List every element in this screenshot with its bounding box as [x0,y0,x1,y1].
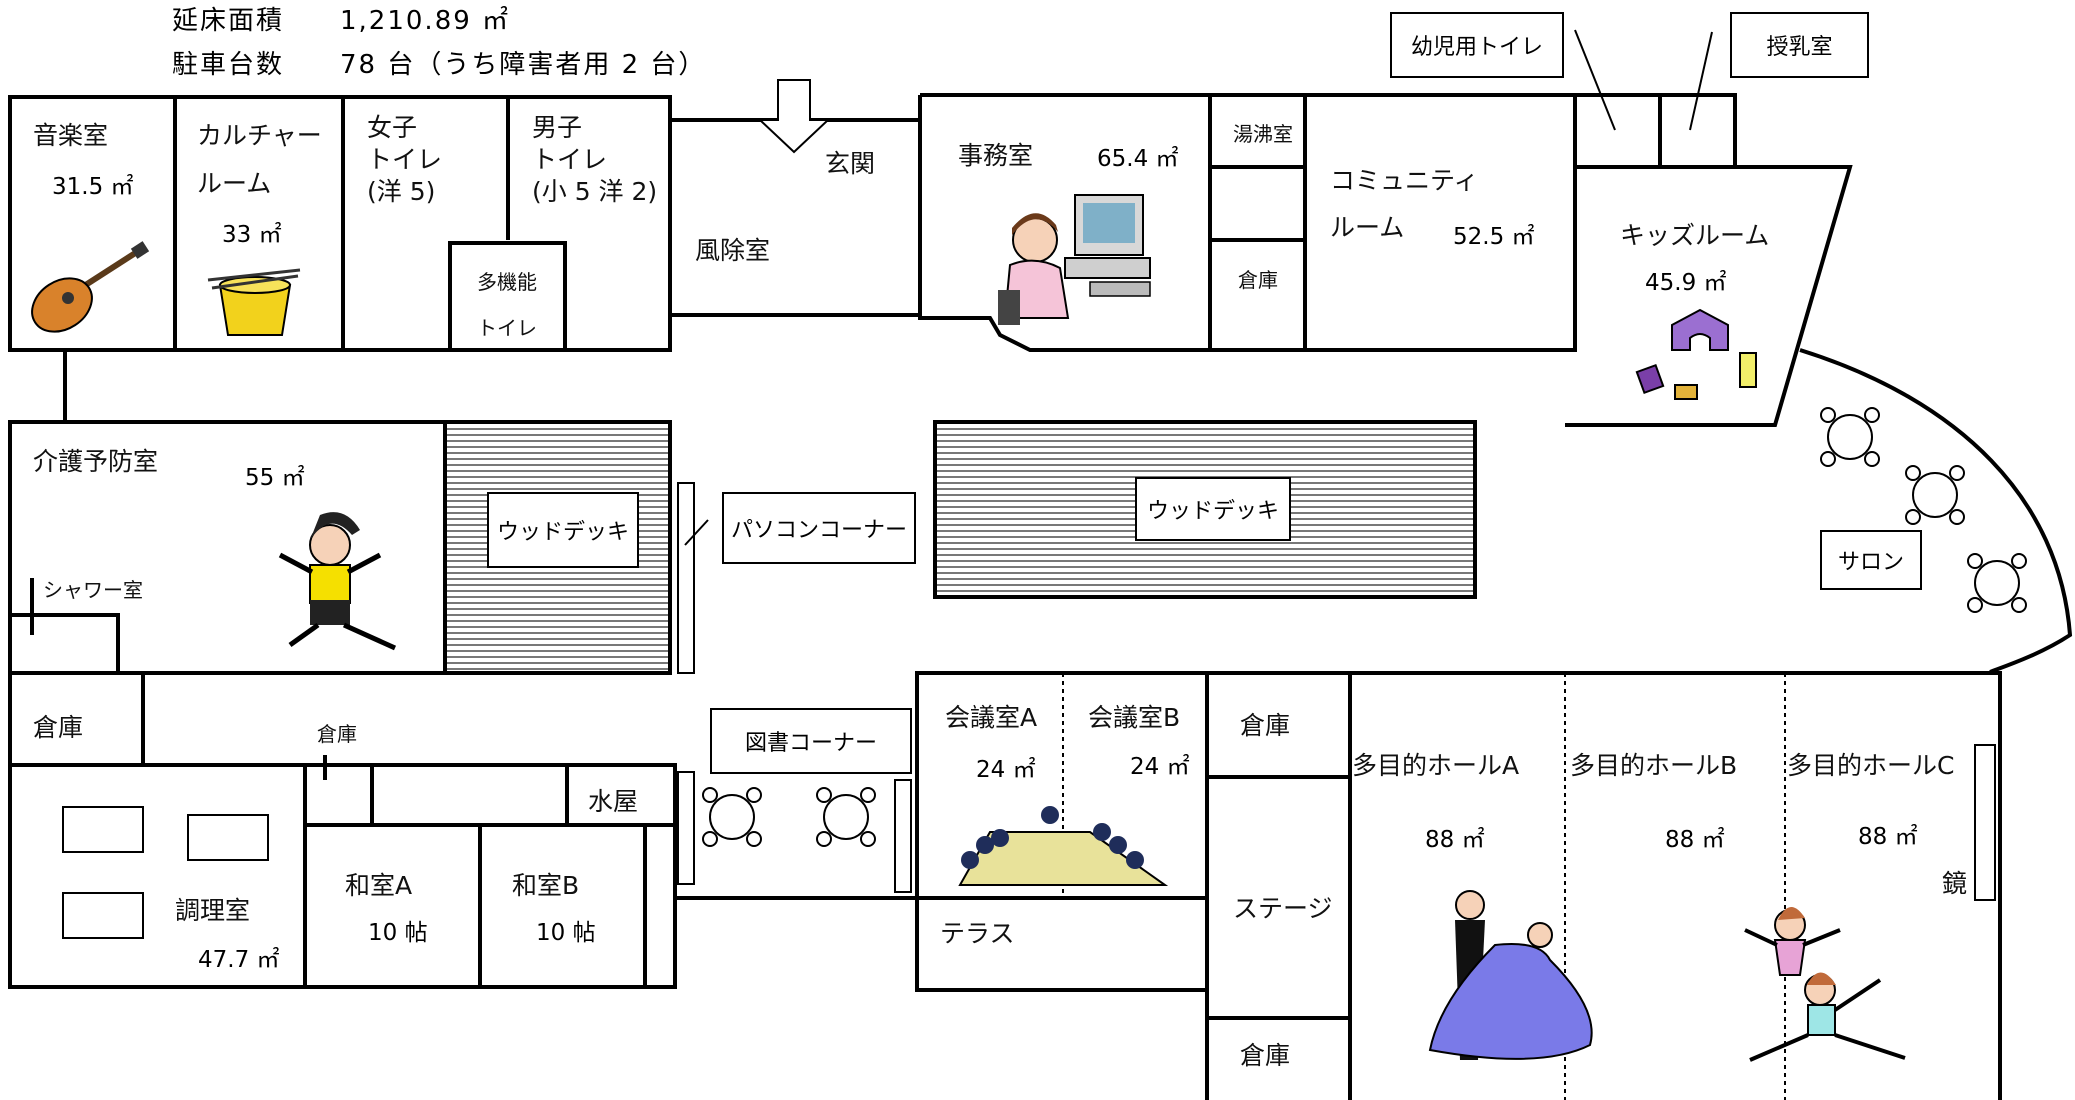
hall-a-area: 88 ㎡ [1425,827,1485,853]
hall-b-area: 88 ㎡ [1665,827,1725,853]
men-toilet-label-2: トイレ [532,145,608,174]
floor-area-label: 延床面積 [172,6,285,36]
washitsu-b-area: 10 帖 [536,920,596,946]
terrace-label: テラス [940,919,1015,948]
office-label: 事務室 [958,141,1034,170]
salon-label: サロン [1820,530,1922,590]
entrance-label: 玄関 [825,149,876,178]
exercise-girl-icon [278,512,397,651]
stage-label: ステージ [1233,894,1333,923]
storage-office-label: 倉庫 [1238,268,1278,292]
storage-left-label: 倉庫 [33,713,84,742]
music-room-label: 音楽室 [33,121,109,150]
floor-area-value: 1,210.89 ㎡ [340,6,511,36]
meeting-table-icon [958,806,1169,886]
men-toilet-label-3: (小 5 洋 2) [532,177,658,206]
shower-room-label: シャワー室 [43,578,143,602]
meeting-room-b-label: 会議室B [1088,703,1181,732]
hall-a-label: 多目的ホールA [1352,751,1520,780]
community-room-label-1: コミュニティ [1330,166,1479,195]
meeting-room-a-area: 24 ㎡ [976,757,1036,783]
entrance-arrow-icon [757,79,831,154]
guitar-icon [31,241,150,333]
culture-room-area: 33 ㎡ [222,222,282,248]
washitsu-b-label: 和室B [512,871,580,900]
hall-c-label: 多目的ホールC [1787,751,1955,780]
meeting-room-a-label: 会議室A [945,703,1038,732]
wood-deck-2-label: ウッドデッキ [1135,477,1291,541]
windbreak-label: 風除室 [695,236,771,265]
meeting-room-b-area: 24 ㎡ [1130,754,1190,780]
dancing-couple-icon [1428,890,1593,1060]
office-worker-icon [998,194,1151,325]
wood-deck-1-label: ウッドデッキ [487,492,639,568]
library-corner-label: 図書コーナー [710,708,912,774]
pc-corner-label: パソコンコーナー [722,492,916,564]
washitsu-a-label: 和室A [345,871,413,900]
women-toilet-label-2: トイレ [367,145,443,174]
office-area: 65.4 ㎡ [1097,146,1179,172]
community-room-area: 52.5 ㎡ [1453,224,1535,250]
men-toilet-label-1: 男子 [532,113,583,142]
storage-hall-top-label: 倉庫 [1240,711,1291,740]
hall-c-area: 88 ㎡ [1858,824,1918,850]
kids-room-label: キッズルーム [1620,221,1770,250]
infant-toilet-label: 幼児用トイレ [1390,12,1564,78]
mirror-label: 鏡 [1942,869,1968,898]
storage-hall-bottom-label: 倉庫 [1240,1041,1291,1070]
parking-label: 駐車台数 [172,50,285,80]
mizuya-label: 水屋 [588,787,639,816]
women-toilet-label-1: 女子 [367,113,418,142]
culture-room-label-1: カルチャー [197,121,322,150]
glazing-panels [677,482,1996,901]
multi-toilet-label-2: トイレ [477,316,537,340]
kids-room-area: 45.9 ㎡ [1645,270,1727,296]
multi-toilet-label-1: 多機能 [477,270,537,294]
music-room-area: 31.5 ㎡ [52,174,134,200]
nursing-room-label: 授乳室 [1730,12,1869,78]
hall-b-label: 多目的ホールB [1570,751,1738,780]
cooking-room-label: 調理室 [175,896,251,925]
cooking-room-area: 47.7 ㎡ [198,947,280,973]
gymnastics-icon [1744,906,1906,1062]
culture-room-label-2: ルーム [197,169,272,198]
toy-blocks-icon [1635,308,1757,400]
partition-lines [1062,673,1786,1100]
parking-value: 78 台（うち障害者用 2 台） [340,50,707,80]
cooking-tables [62,806,269,939]
storage-mid-label: 倉庫 [317,722,357,746]
care-prevention-area: 55 ㎡ [245,465,305,491]
kettle-room-label: 湯沸室 [1233,122,1293,146]
walls [8,93,2073,1100]
care-prevention-label: 介護予防室 [33,447,159,476]
women-toilet-label-3: (洋 5) [367,177,436,206]
washitsu-a-area: 10 帖 [368,920,428,946]
round-table-icon [702,407,2027,847]
community-room-label-2: ルーム [1330,213,1405,242]
bucket-icon [207,268,301,336]
